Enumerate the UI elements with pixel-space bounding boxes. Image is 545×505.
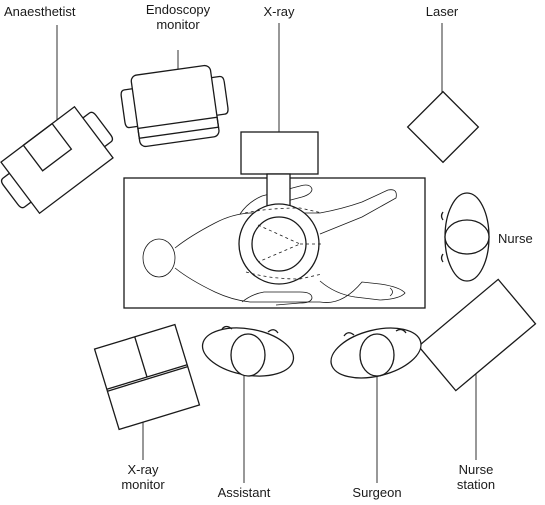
xray-intensifier-inner — [251, 216, 307, 272]
patient-arm-upper — [239, 184, 313, 215]
patient-head — [142, 238, 176, 278]
assistant-figure — [201, 325, 295, 377]
label-assistant: Assistant — [217, 485, 271, 500]
label-anaesthetist: Anaesthetist — [4, 4, 76, 19]
label-xray: X-ray — [263, 4, 295, 19]
patient-knee-mark — [389, 287, 393, 297]
label-laser: Laser — [425, 4, 459, 19]
xray-unit — [240, 131, 319, 175]
patient-arm-lower — [241, 291, 313, 306]
patient-outline — [142, 184, 406, 306]
patient-torso-lower — [174, 267, 406, 303]
endoscopy-monitor-cart — [120, 64, 229, 148]
anaesthetist-station — [0, 105, 114, 215]
label-endoscopy-monitor: Endoscopy monitor — [145, 2, 211, 32]
xray-arm — [266, 173, 291, 209]
nurse-figure — [440, 192, 490, 282]
label-nurse-station: Nurse station — [456, 462, 496, 492]
label-xray-monitor: X-ray monitor — [121, 462, 165, 492]
surgeon-figure — [330, 327, 422, 379]
patient-dashed-torso — [244, 207, 323, 280]
xray-monitor-cart — [93, 323, 201, 431]
nurse-station-unit — [417, 278, 537, 392]
laser-unit — [406, 90, 480, 164]
label-nurse: Nurse — [498, 231, 533, 246]
patient-torso-upper — [174, 189, 397, 249]
label-surgeon: Surgeon — [352, 485, 402, 500]
